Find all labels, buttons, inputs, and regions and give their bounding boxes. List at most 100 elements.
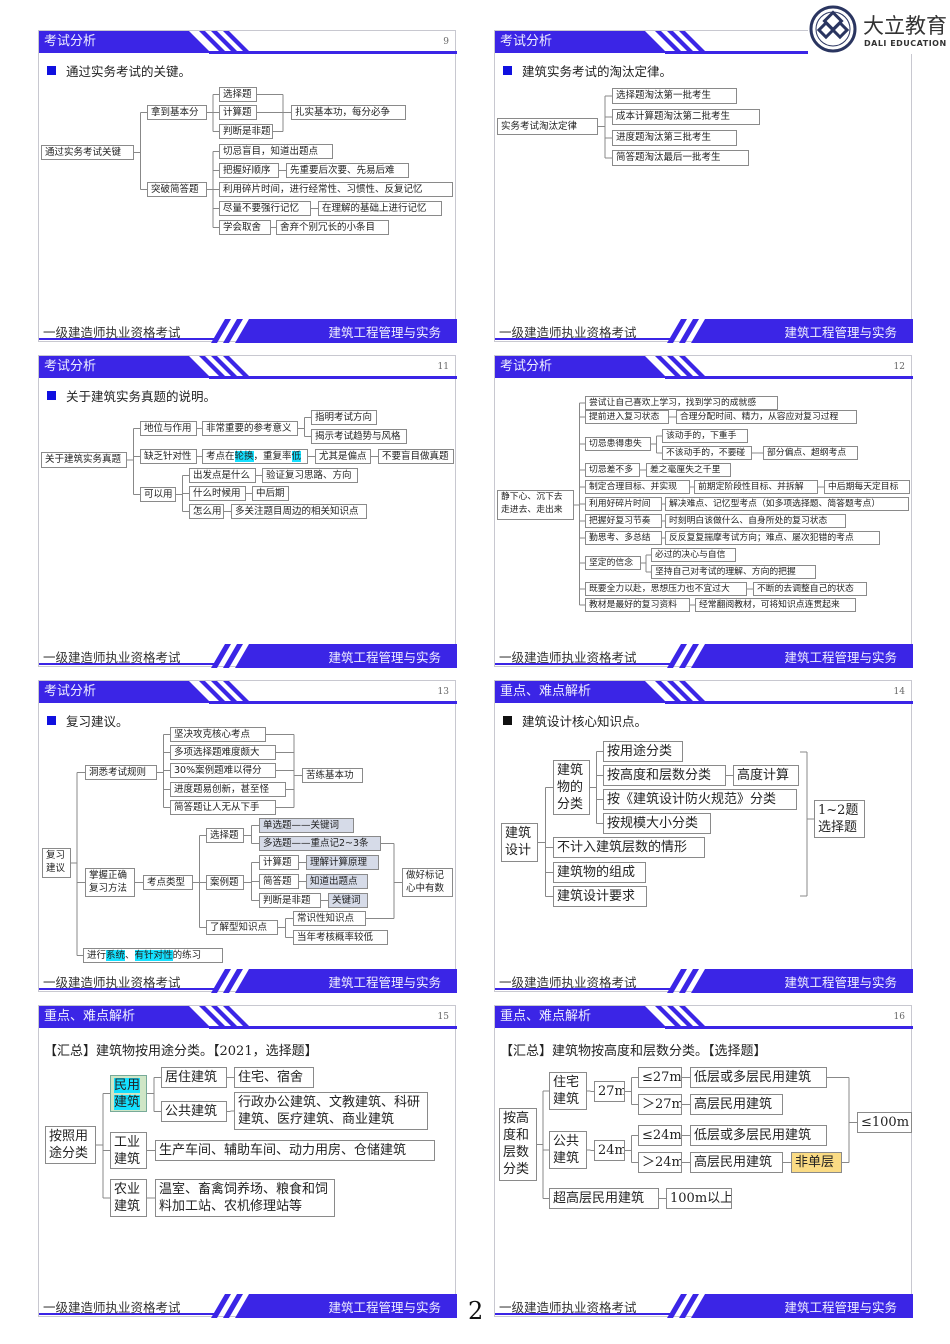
node-b5: 学会取舍 [219, 220, 271, 235]
slide-decoration [495, 356, 913, 668]
bullet-square-icon [503, 66, 512, 75]
node-a1xa: 低层或多层民用建筑 [690, 1067, 827, 1088]
slide-number: 16 [893, 1012, 905, 1022]
text-segment: 的练习 [172, 950, 202, 961]
node-a1a: 住宅、宿舍 [234, 1067, 314, 1088]
node-e: 1~2题 选择题 [814, 800, 865, 838]
slide-header-title: 重点、难点解析 [44, 1009, 136, 1024]
slide-decoration [39, 31, 457, 343]
node-c: 可以用 [140, 487, 176, 502]
node-a1: 按用途分类 [603, 741, 683, 762]
node-b5a: 舍弃个别冗长的小条目 [276, 220, 389, 235]
node-c1: 温室、畜禽饲养场、粮食和饲料加工站、农机修理站等 [155, 1179, 335, 1217]
node-n6a: 解决难点、记忆型考点（如多项选择题、简答题考点） [665, 497, 909, 511]
node-root: 按照用途分类 [45, 1126, 96, 1164]
footer-exam-name: 一级建造师执业资格考试 [43, 325, 181, 340]
node-n5b: 中后期每天定目标 [824, 480, 910, 494]
node-n3c: 部分偏点、超纲考点 [763, 446, 858, 460]
node-a: 建筑物的分类 [553, 760, 590, 815]
node-n10: 既要全力以赴，思想压力也不宜过大 [585, 582, 747, 596]
node-b4: 尽量不要强行记忆 [219, 201, 311, 216]
bullet-square-icon [47, 716, 56, 725]
node-b1: 切忌盲目，知道出题点 [219, 144, 333, 159]
node-a1: 选择题 [219, 87, 257, 102]
node-b2: 尤其是偏点 [315, 449, 371, 464]
node-b1yb: 非单层 [791, 1152, 842, 1173]
node-a1: 27m [594, 1081, 625, 1102]
node-a3: 揭示考试趋势与风格 [311, 429, 407, 444]
node-b: 突破简答题 [147, 182, 207, 197]
slide-header-title: 重点、难点解析 [500, 1009, 592, 1024]
slide-header-title: 考试分析 [500, 359, 553, 374]
bullet-square-icon [47, 391, 56, 400]
slide-decoration [39, 356, 457, 668]
node-n9b: 坚持自己对考试的理解、方向的把握 [651, 565, 816, 579]
slide-decoration [39, 1006, 457, 1318]
footer-subject-name: 建筑工程管理与实务 [328, 650, 441, 665]
slide-bullet-text: 建筑实务考试的淘汰定律。 [522, 64, 673, 79]
node-a1: 非常重要的参考意义 [202, 421, 298, 436]
node-a1ya: 高层民用建筑 [690, 1094, 783, 1115]
node-d: 建筑设计要求 [553, 886, 647, 907]
node-c1: 出发点是什么 [189, 468, 256, 483]
node-a3: 判断是非题 [219, 124, 273, 139]
slide-decoration [495, 31, 913, 343]
node-c1: 100m以上 [666, 1188, 732, 1209]
node-a2: 多项选择题难度颇大 [170, 745, 276, 760]
node-b1: 生产车间、辅助车间、动力用房、仓储建筑 [155, 1140, 435, 1161]
node-a3: 按《建筑设计防火规范》分类 [603, 789, 797, 810]
node-n11a: 经常翻阅教材，可将知识点连贯起来 [695, 598, 856, 612]
node-b1: 24m [594, 1140, 625, 1161]
node-b: 公共建筑 [549, 1131, 587, 1169]
node-g: 进行系统、有针对性的练习 [83, 948, 223, 963]
logo-emblem-icon [809, 5, 857, 53]
node-c: 建筑物的组成 [553, 862, 646, 883]
node-a: 洞悉考试规则 [85, 765, 157, 780]
node-n6: 利用好碎片时间 [585, 497, 662, 511]
node-c2a: 中后期 [252, 486, 289, 501]
footer-subject-name: 建筑工程管理与实务 [784, 975, 897, 990]
logo-name-cn: 大立教育 [863, 14, 947, 38]
node-c3a: 多关注题目周边的相关知识点 [231, 504, 367, 519]
node-a3: 30%案例题难以得分 [170, 763, 276, 778]
node-n3: 切忌患得患失 [585, 437, 651, 451]
node-d2a: 知道出题点 [306, 874, 368, 889]
node-root: 通过实务考试关键 [41, 145, 134, 160]
node-root: 关于建筑实务真题 [41, 452, 127, 468]
node-c2: 多选题——重点记2~3条 [259, 836, 381, 851]
slide-decoration [39, 681, 457, 993]
highlighted-text: 民用建筑 [114, 1078, 141, 1110]
node-root: 复习建议 [42, 848, 71, 878]
node-n11: 教材是最好的复习资料 [585, 598, 690, 612]
node-c1: 单选题——关键词 [259, 818, 354, 833]
node-n2: 提前进入复习状态 [585, 410, 669, 424]
node-a2: 按高度和层数分类 [603, 765, 726, 786]
node-e2: 当年考核概率较低 [293, 930, 388, 945]
node-n7: 把握好复习节奏 [585, 514, 662, 528]
node-e: 了解型知识点 [206, 920, 278, 935]
node-n5: 制定合理目标、并实现 [585, 480, 690, 494]
node-d: 案例题 [206, 875, 244, 890]
node-a2a: 行政办公建筑、文教建筑、科研建筑、医疗建筑、商业建筑 [234, 1092, 428, 1130]
footer-exam-name: 一级建造师执业资格考试 [43, 1300, 181, 1315]
footer-subject-name: 建筑工程管理与实务 [784, 650, 897, 665]
node-root: 静下心、沉下去走进去、走出来 [497, 490, 574, 520]
slide-title: 【汇总】建筑物按用途分类。【2021，选择题】 [44, 1044, 318, 1059]
footer-exam-name: 一级建造师执业资格考试 [499, 325, 637, 340]
node-a4: 扎实基本功，每分必争 [291, 105, 406, 120]
slide-bullet-text: 关于建筑实务真题的说明。 [66, 389, 217, 404]
node-n3a: 该动手的，下重手 [662, 429, 748, 443]
bullet-square-icon [47, 66, 56, 75]
node-a: 地位与作用 [140, 421, 197, 436]
node-f: 做好标记心中有数 [402, 868, 453, 897]
node-n2a: 合理分配时间、精力，从容应对复习过程 [676, 410, 857, 424]
node-n4: 切忌差不多 [585, 463, 640, 477]
slide-number: 11 [437, 362, 449, 372]
node-a: 民用建筑 [110, 1075, 147, 1112]
node-a: 拿到基本分 [147, 105, 207, 120]
node-a4: 按规模大小分类 [603, 813, 711, 834]
node-b1y: ＞24m [638, 1152, 682, 1173]
highlighted-text: 系统 [106, 950, 126, 961]
footer-subject-name: 建筑工程管理与实务 [328, 1300, 441, 1315]
